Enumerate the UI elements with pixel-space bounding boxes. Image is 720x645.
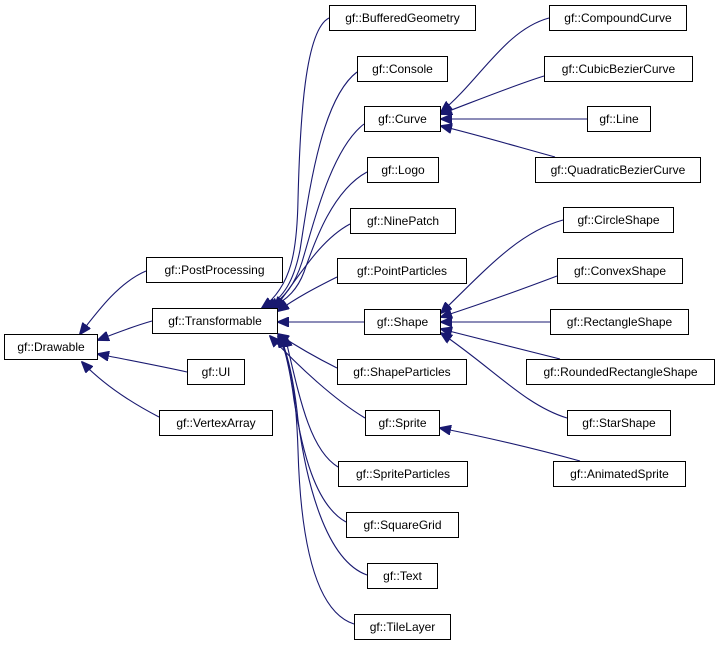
node-tile-layer[interactable]: gf::TileLayer	[354, 614, 451, 640]
edge-animated-sprite-sprite	[440, 428, 581, 462]
node-post-processing[interactable]: gf::PostProcessing	[146, 257, 283, 283]
node-star-shape[interactable]: gf::StarShape	[567, 410, 671, 436]
edge-buffered-geometry-transformable	[262, 17, 330, 308]
edge-shape-particles-transformable	[278, 334, 338, 369]
edge-convex-shape-shape	[441, 275, 558, 317]
node-square-grid[interactable]: gf::SquareGrid	[346, 512, 459, 538]
edge-post-processing-drawable	[80, 270, 147, 334]
node-cubic-bezier-curve[interactable]: gf::CubicBezierCurve	[544, 56, 693, 82]
edge-logo-transformable	[270, 171, 368, 308]
node-ui[interactable]: gf::UI	[187, 359, 245, 385]
edge-circle-shape-shape	[441, 219, 564, 313]
node-vertex-array[interactable]: gf::VertexArray	[159, 410, 273, 436]
edge-console-transformable	[265, 71, 358, 308]
node-point-particles[interactable]: gf::PointParticles	[337, 258, 467, 284]
edge-compound-curve-curve	[441, 17, 550, 112]
edge-cubic-bezier-curve-curve	[441, 75, 545, 114]
node-buffered-geometry[interactable]: gf::BufferedGeometry	[329, 5, 476, 31]
node-sprite[interactable]: gf::Sprite	[365, 410, 440, 436]
node-quadratic-bezier-curve[interactable]: gf::QuadraticBezierCurve	[535, 157, 701, 183]
node-sprite-particles[interactable]: gf::SpriteParticles	[338, 461, 468, 487]
node-circle-shape[interactable]: gf::CircleShape	[563, 207, 674, 233]
node-curve[interactable]: gf::Curve	[364, 106, 441, 132]
edge-nine-patch-transformable	[275, 223, 351, 308]
edge-transformable-drawable	[98, 320, 153, 340]
edge-tile-layer-transformable	[278, 336, 355, 625]
node-compound-curve[interactable]: gf::CompoundCurve	[549, 5, 687, 31]
edge-point-particles-transformable	[278, 276, 338, 311]
edge-vertex-array-drawable	[82, 362, 160, 418]
node-console[interactable]: gf::Console	[357, 56, 448, 82]
node-convex-shape[interactable]: gf::ConvexShape	[557, 258, 683, 284]
node-nine-patch[interactable]: gf::NinePatch	[350, 208, 456, 234]
node-text[interactable]: gf::Text	[367, 563, 438, 589]
node-transformable[interactable]: gf::Transformable	[152, 308, 278, 334]
node-rectangle-shape[interactable]: gf::RectangleShape	[550, 309, 689, 335]
edge-star-shape-shape	[441, 333, 568, 419]
node-shape[interactable]: gf::Shape	[364, 309, 441, 335]
edge-sprite-particles-transformable	[285, 336, 339, 468]
node-rounded-rectangle-shape[interactable]: gf::RoundedRectangleShape	[526, 359, 715, 385]
node-line[interactable]: gf::Line	[587, 106, 651, 132]
node-drawable[interactable]: gf::Drawable	[4, 334, 98, 360]
edge-quadratic-bezier-curve-curve	[441, 126, 556, 158]
edge-rounded-rectangle-shape-shape	[441, 329, 561, 360]
node-animated-sprite[interactable]: gf::AnimatedSprite	[553, 461, 686, 487]
node-shape-particles[interactable]: gf::ShapeParticles	[337, 359, 467, 385]
node-logo[interactable]: gf::Logo	[367, 157, 439, 183]
edge-ui-drawable	[98, 354, 188, 373]
